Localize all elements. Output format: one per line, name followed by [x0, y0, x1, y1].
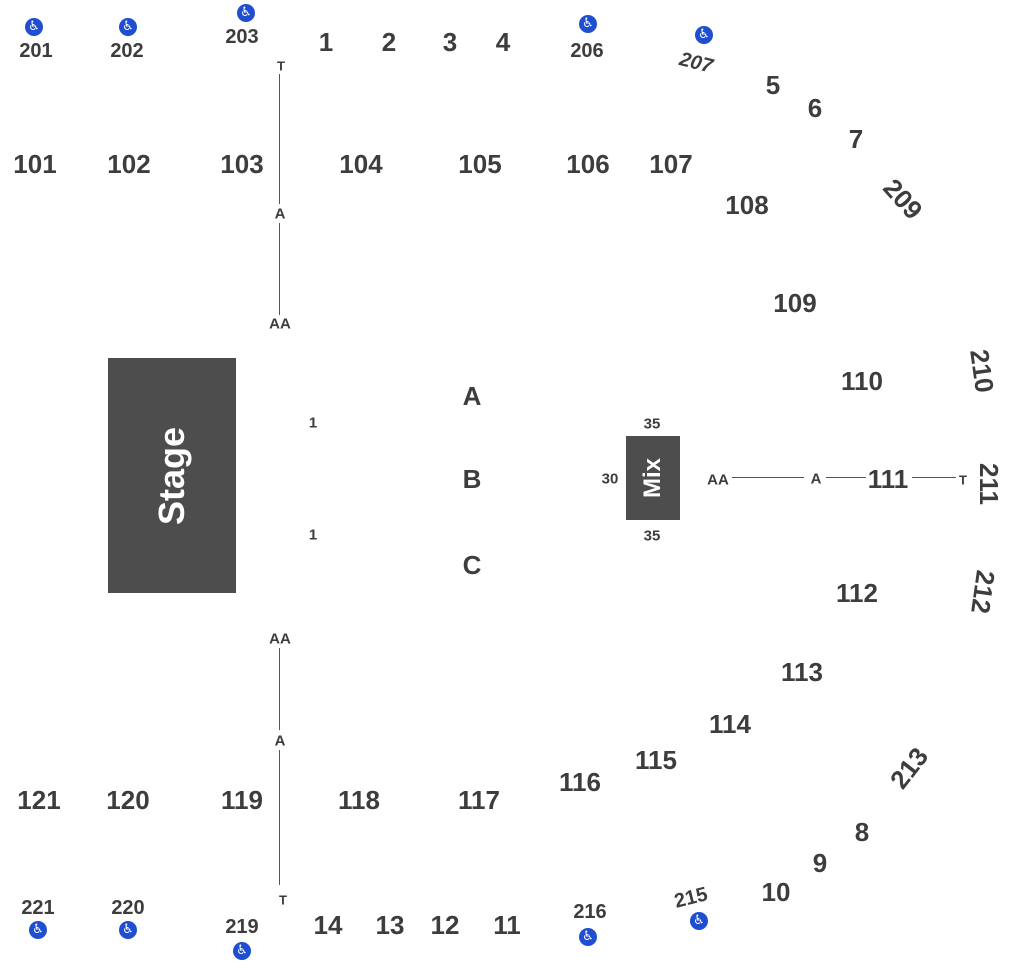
section-1[interactable]: 1: [318, 27, 334, 57]
marker-aa-right: AA: [707, 471, 729, 489]
section-2[interactable]: 2: [381, 27, 397, 57]
floor-row-c[interactable]: C: [462, 550, 482, 580]
floor-row-a[interactable]: A: [462, 381, 482, 411]
section-118[interactable]: 118: [338, 785, 380, 815]
wheelchair-icon: ♿: [29, 921, 47, 939]
mix-position[interactable]: Mix: [626, 436, 680, 520]
floor-seat-start-bottom: 1: [308, 526, 318, 544]
section-210[interactable]: 210: [964, 347, 1000, 395]
wheelchair-icon: ♿: [695, 26, 713, 44]
mix-label: Mix: [639, 457, 666, 499]
section-4[interactable]: 4: [495, 27, 511, 57]
section-220[interactable]: 220: [111, 897, 145, 919]
section-3[interactable]: 3: [442, 27, 458, 57]
marker-a-top: A: [274, 205, 286, 223]
wheelchair-icon: ♿: [119, 921, 137, 939]
aisle-line-right-2: [826, 477, 866, 478]
wheelchair-icon: ♿: [25, 18, 43, 36]
section-11[interactable]: 11: [493, 910, 521, 940]
section-6[interactable]: 6: [807, 93, 823, 123]
section-115[interactable]: 115: [635, 745, 677, 775]
section-117[interactable]: 117: [458, 785, 500, 815]
section-13[interactable]: 13: [375, 910, 405, 940]
section-121[interactable]: 121: [17, 785, 61, 815]
section-108[interactable]: 108: [725, 190, 769, 220]
aisle-line-right-1: [732, 477, 804, 478]
section-109[interactable]: 109: [773, 288, 817, 318]
aisle-line-bottom-upper: [279, 648, 280, 730]
aisle-line-top: [279, 74, 280, 204]
section-212[interactable]: 212: [965, 568, 1001, 616]
wheelchair-icon: ♿: [233, 942, 251, 960]
wheelchair-icon: ♿: [119, 18, 137, 36]
mix-row-top: 35: [643, 415, 661, 433]
section-113[interactable]: 113: [781, 657, 823, 687]
section-101[interactable]: 101: [13, 149, 57, 179]
marker-a-bottom: A: [274, 732, 286, 750]
wheelchair-icon: ♿: [237, 4, 255, 22]
section-216[interactable]: 216: [573, 901, 607, 923]
stage-label: Stage: [151, 426, 192, 525]
section-215[interactable]: 215: [672, 883, 710, 913]
floor-row-b[interactable]: B: [462, 464, 482, 494]
marker-t-right: T: [959, 472, 967, 488]
wheelchair-icon: ♿: [690, 912, 708, 930]
section-202[interactable]: 202: [110, 40, 144, 62]
section-211[interactable]: 211: [974, 463, 1004, 505]
section-114[interactable]: 114: [709, 709, 751, 739]
section-110[interactable]: 110: [841, 366, 883, 396]
section-120[interactable]: 120: [106, 785, 150, 815]
section-203[interactable]: 203: [225, 26, 259, 48]
section-103[interactable]: 103: [220, 149, 264, 179]
section-206[interactable]: 206: [570, 40, 604, 62]
marker-t-top: T: [277, 58, 285, 74]
section-111[interactable]: 111: [867, 464, 909, 494]
section-10[interactable]: 10: [761, 877, 791, 907]
wheelchair-icon: ♿: [579, 928, 597, 946]
section-7[interactable]: 7: [848, 124, 864, 154]
section-8[interactable]: 8: [854, 817, 870, 847]
section-119[interactable]: 119: [221, 785, 263, 815]
section-213[interactable]: 213: [883, 741, 935, 795]
section-112[interactable]: 112: [836, 578, 878, 608]
mix-row-left: 30: [601, 470, 619, 488]
section-9[interactable]: 9: [812, 848, 828, 878]
section-207[interactable]: 207: [677, 48, 715, 78]
stage[interactable]: Stage: [108, 358, 236, 593]
marker-aa-bottom: AA: [269, 630, 291, 648]
section-221[interactable]: 221: [21, 897, 55, 919]
aisle-line-top-lower: [279, 223, 280, 315]
section-107[interactable]: 107: [649, 149, 693, 179]
floor-seat-start-top: 1: [308, 414, 318, 432]
aisle-line-bottom: [279, 750, 280, 885]
wheelchair-icon: ♿: [579, 15, 597, 33]
marker-t-bottom: T: [279, 892, 287, 908]
section-105[interactable]: 105: [458, 149, 502, 179]
marker-aa-top: AA: [269, 315, 291, 333]
section-5[interactable]: 5: [765, 70, 781, 100]
section-14[interactable]: 14: [313, 910, 343, 940]
section-201[interactable]: 201: [19, 40, 53, 62]
section-12[interactable]: 12: [430, 910, 460, 940]
section-116[interactable]: 116: [559, 767, 601, 797]
section-106[interactable]: 106: [566, 149, 610, 179]
mix-row-bottom: 35: [643, 527, 661, 545]
section-219[interactable]: 219: [225, 916, 259, 938]
aisle-line-right-3: [912, 477, 956, 478]
marker-a-right: A: [810, 470, 822, 488]
section-102[interactable]: 102: [107, 149, 151, 179]
section-209[interactable]: 209: [877, 172, 929, 226]
section-104[interactable]: 104: [339, 149, 383, 179]
